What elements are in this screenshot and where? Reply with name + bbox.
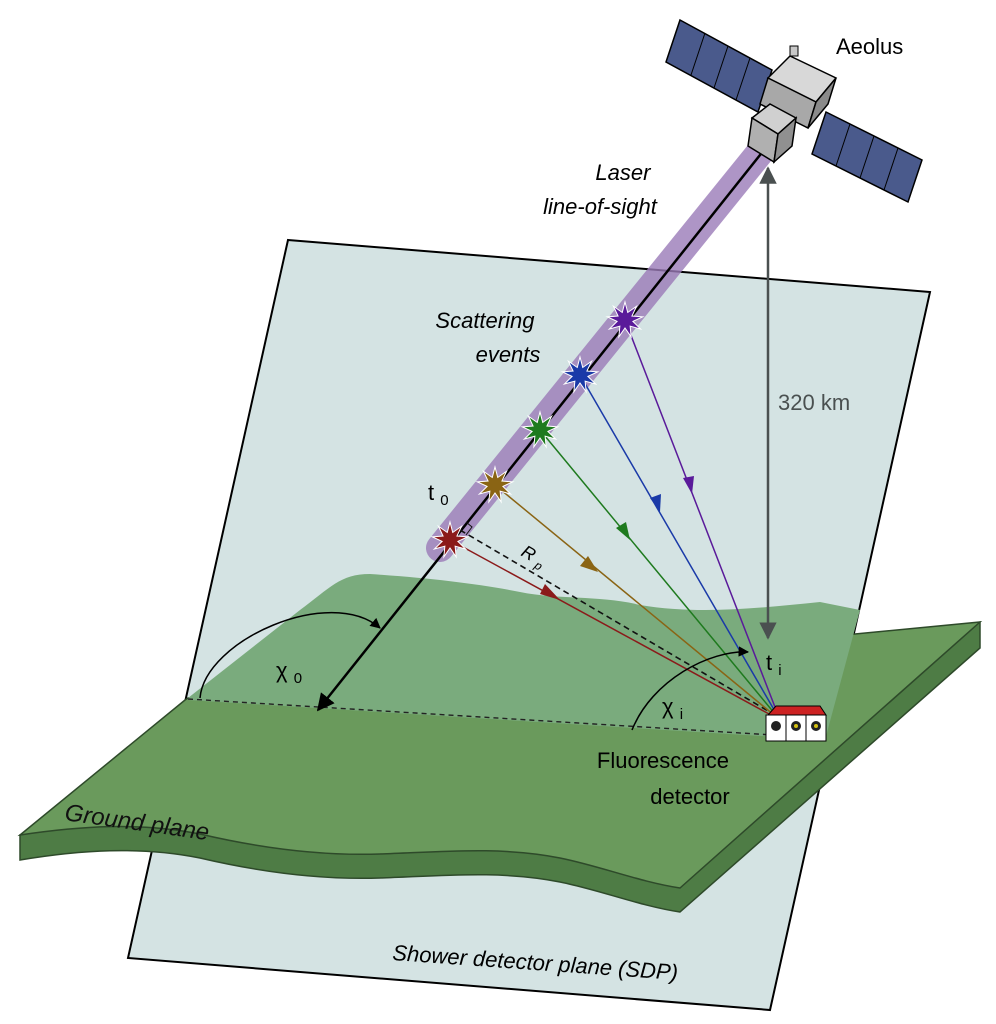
chii-base: χ (662, 694, 674, 719)
light-path-ochre (494, 484, 781, 721)
fluorescence-detector-icon (765, 705, 827, 742)
chii-label: χ i (662, 694, 683, 723)
scatter-event-purple (605, 300, 645, 339)
light-path-green (539, 429, 781, 721)
scatter-event-green (520, 410, 560, 449)
chii-angle-arc (631, 646, 750, 731)
scatter-event-blue (560, 355, 600, 394)
detector-label-line2: detector (650, 784, 730, 809)
chi0-sub: 0 (294, 670, 302, 687)
scattering-events (430, 300, 645, 559)
detector-label: Fluorescence detector (597, 748, 735, 809)
chi0-label: χ 0 (276, 658, 302, 687)
rp-perpendicular-line (459, 529, 781, 719)
arrowhead-red (540, 584, 560, 600)
ti-label: t i (766, 650, 782, 679)
chi0-angle-arc (199, 611, 381, 699)
t0-base: t (428, 480, 434, 505)
arrowhead-purple (683, 476, 694, 494)
right-angle-mark (465, 521, 473, 536)
light-path-red (449, 539, 781, 721)
altitude-label: 320 km (778, 390, 850, 415)
t0-label: t 0 (428, 480, 449, 509)
light-path-blue (579, 374, 781, 721)
scattering-label-line2: events (476, 342, 541, 367)
aeolus-satellite-icon (665, 18, 923, 204)
left-solar-panel (665, 18, 773, 114)
t0-sub: 0 (440, 492, 448, 509)
laser-label-line2: line-of-sight (543, 194, 658, 219)
satellite-label: Aeolus (836, 34, 903, 59)
scatter-event-ochre (475, 465, 515, 504)
laser-label-line1: Laser (595, 160, 652, 185)
scatter-event-red (430, 520, 470, 559)
scattering-label-line1: Scattering (435, 308, 535, 333)
laser-label: Laser line-of-sight (543, 160, 658, 219)
arrowhead-blue (650, 494, 661, 512)
scattering-label: Scattering events (435, 308, 540, 367)
ground-intersection-line (187, 698, 823, 739)
ti-base: t (766, 650, 772, 675)
arrowhead-ochre (580, 556, 598, 572)
chii-sub: i (680, 706, 683, 723)
light-path-purple (624, 319, 781, 721)
arrowhead-green (616, 522, 630, 540)
ti-sub: i (778, 662, 781, 679)
light-paths (449, 319, 781, 721)
detector-label-line1: Fluorescence (597, 748, 729, 773)
chi0-base: χ (276, 658, 288, 683)
